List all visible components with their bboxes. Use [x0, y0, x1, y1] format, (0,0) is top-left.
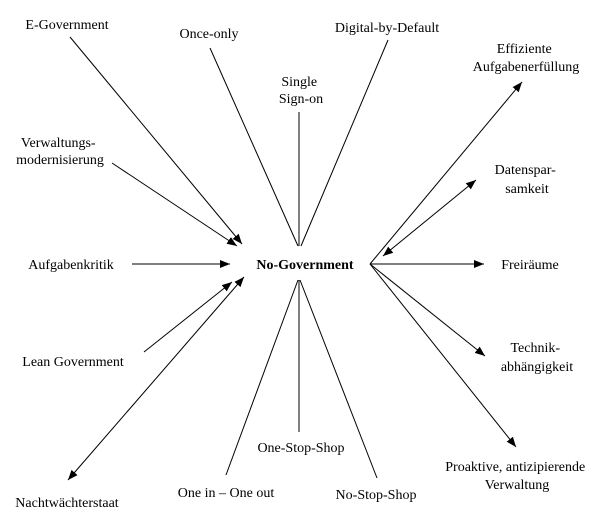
node-one-stop-shop: One-Stop-Shop — [257, 441, 344, 456]
center-node-no-government: No-Government — [256, 258, 354, 273]
edge-datensparsamkeit — [382, 179, 477, 257]
node-once-only: Once-only — [179, 27, 238, 42]
node-aufgabenkritik: Aufgabenkritik — [28, 258, 114, 273]
node-lean-government: Lean Government — [22, 355, 124, 370]
node-effiziente-aufgabenerfuellung: Effiziente Aufgabenerfüllung — [473, 42, 580, 75]
node-datensparsamkeit-line1: Datenspar- — [495, 163, 556, 178]
edge-one-in-one-out — [225, 279, 299, 476]
edge-technikabhaengigkeit — [369, 263, 486, 357]
node-nachtwaechterstaat: Nachtwächterstaat — [15, 496, 118, 511]
node-no-stop-shop: No-Stop-Shop — [336, 488, 417, 503]
node-verwaltungsmodernisierung-line1: Verwaltungs- — [21, 136, 96, 151]
node-proaktive-line2: Verwaltung — [485, 478, 550, 493]
node-freiraeume: Freiräume — [501, 258, 559, 273]
node-datensparsamkeit: Datenspar- samkeit — [495, 163, 560, 197]
node-single-sign-on: Single Sign-on — [279, 75, 323, 107]
node-datensparsamkeit-line2: samkeit — [505, 182, 549, 197]
node-verwaltungsmodernisierung: Verwaltungs- modernisierung — [16, 136, 104, 168]
node-one-in-one-out: One in – One out — [178, 486, 275, 501]
node-proaktive-line1: Proaktive, antizipierende — [445, 460, 585, 475]
edge-verwaltungsmodernisierung — [111, 162, 238, 247]
node-effiziente-line1: Effiziente — [497, 42, 552, 57]
node-technikabhaengigkeit-line1: Technik- — [510, 341, 560, 356]
edge-nachtwaechterstaat[interactable] — [67, 276, 245, 481]
node-digital-by-default: Digital-by-Default — [335, 21, 439, 36]
edge-once-only — [209, 47, 299, 247]
node-single-sign-on-line2: Sign-on — [279, 92, 323, 107]
node-technikabhaengigkeit: Technik- abhängigkeit — [501, 341, 573, 375]
node-proaktive-verwaltung: Proaktive, antizipierende Verwaltung — [445, 460, 588, 493]
edge-no-stop-shop — [299, 279, 378, 479]
edge-digital-by-default — [300, 39, 389, 247]
edge-proaktive-verwaltung — [369, 263, 517, 448]
node-technikabhaengigkeit-line2: abhängigkeit — [501, 360, 573, 375]
node-effiziente-line2: Aufgabenerfüllung — [473, 60, 580, 75]
node-e-government: E-Government — [25, 18, 108, 33]
node-single-sign-on-line1: Single — [281, 75, 317, 90]
edge-e-government — [69, 36, 243, 245]
node-verwaltungsmodernisierung-line2: modernisierung — [16, 153, 104, 168]
